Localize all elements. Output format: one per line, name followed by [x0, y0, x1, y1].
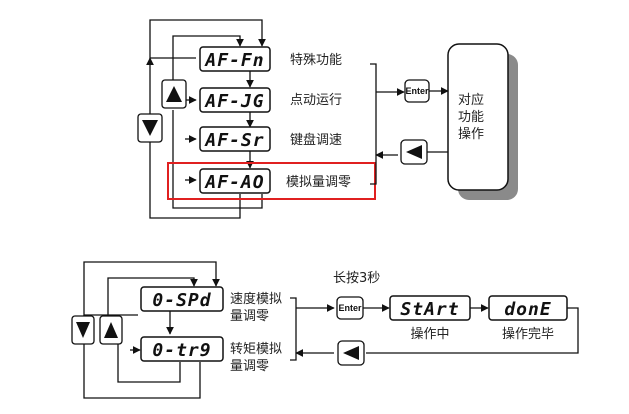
triangle-down-icon	[76, 322, 90, 338]
loop-top-inner	[172, 35, 244, 80]
loop-b-top-outer	[83, 261, 220, 316]
function-box: 对应 功能 操作	[447, 43, 509, 191]
label-torque-analog-2: 量调零	[230, 359, 269, 374]
top-flow: AF-Fn AF-JG AF-Sr AF-AO 特殊功能 点动运行 键盘调速 模…	[137, 19, 518, 219]
label-long-press: 长按3秒	[333, 271, 380, 286]
display-af-sr: AF-Sr	[199, 126, 271, 152]
back-button-top[interactable]	[400, 139, 428, 165]
display-start: StArt	[389, 295, 471, 321]
brace-bottom	[290, 297, 297, 361]
enter-button-top[interactable]: Enter	[404, 79, 430, 103]
triangle-down-icon	[142, 120, 158, 136]
bottom-flow: 0-SPd 0-tr9 速度模拟 量调零 转矩模拟 量调零 长按3秒 Enter…	[71, 261, 579, 399]
function-box-line-3: 操作	[458, 126, 484, 142]
function-box-line-2: 功能	[458, 110, 484, 125]
display-0-tr9: 0-tr9	[140, 336, 224, 362]
label-jog-run: 点动运行	[290, 93, 342, 108]
caption-done: 操作完毕	[502, 326, 554, 342]
label-speed-analog-1: 速度模拟	[230, 291, 282, 307]
label-analog-zero: 模拟量调零	[286, 175, 351, 190]
loop-b-bottom-inner	[117, 340, 181, 383]
enter-button-bottom[interactable]: Enter	[336, 296, 364, 320]
highlight-box	[167, 162, 376, 200]
triangle-left-icon	[343, 346, 359, 360]
label-keypad-speed: 键盘调速	[290, 132, 342, 148]
display-af-jg-text: AF-JG	[204, 91, 264, 112]
enter-button-bottom-text: Enter	[338, 303, 362, 313]
display-af-jg: AF-JG	[199, 87, 271, 113]
triangle-up-icon	[104, 322, 118, 338]
display-done-text: donE	[504, 299, 551, 320]
up-button-top[interactable]	[161, 79, 187, 109]
enter-button-top-text: Enter	[405, 86, 429, 96]
function-box-line-1: 对应	[458, 92, 484, 108]
up-button-bottom[interactable]	[99, 315, 123, 345]
display-af-ao-text: AF-AO	[204, 172, 264, 193]
back-button-bottom[interactable]	[337, 340, 365, 366]
display-0-spd: 0-SPd	[140, 286, 224, 312]
loop-b-bottom-outer	[80, 314, 201, 399]
display-af-ao: AF-AO	[199, 168, 271, 194]
display-af-sr-text: AF-Sr	[204, 130, 264, 151]
triangle-up-icon	[166, 86, 182, 102]
loop-b-top-inner	[107, 277, 198, 315]
display-af-fn-text: AF-Fn	[204, 50, 264, 71]
loop-bottom-inner	[172, 110, 263, 209]
loop-top-outer	[149, 19, 266, 59]
display-start-text: StArt	[400, 299, 459, 320]
triangle-left-icon	[406, 145, 422, 159]
label-speed-analog-2: 量调零	[230, 309, 269, 324]
display-0-spd-text: 0-SPd	[152, 290, 211, 311]
label-special-function: 特殊功能	[290, 53, 342, 68]
line-done-return	[366, 307, 579, 354]
down-button-bottom[interactable]	[71, 315, 95, 345]
display-af-fn: AF-Fn	[199, 46, 271, 72]
brace-top	[370, 63, 377, 185]
label-torque-analog-1: 转矩模拟	[230, 342, 282, 357]
display-0-tr9-text: 0-tr9	[152, 340, 211, 361]
down-button-top[interactable]	[137, 113, 163, 143]
display-done: donE	[488, 295, 568, 321]
caption-operating: 操作中	[410, 326, 449, 342]
